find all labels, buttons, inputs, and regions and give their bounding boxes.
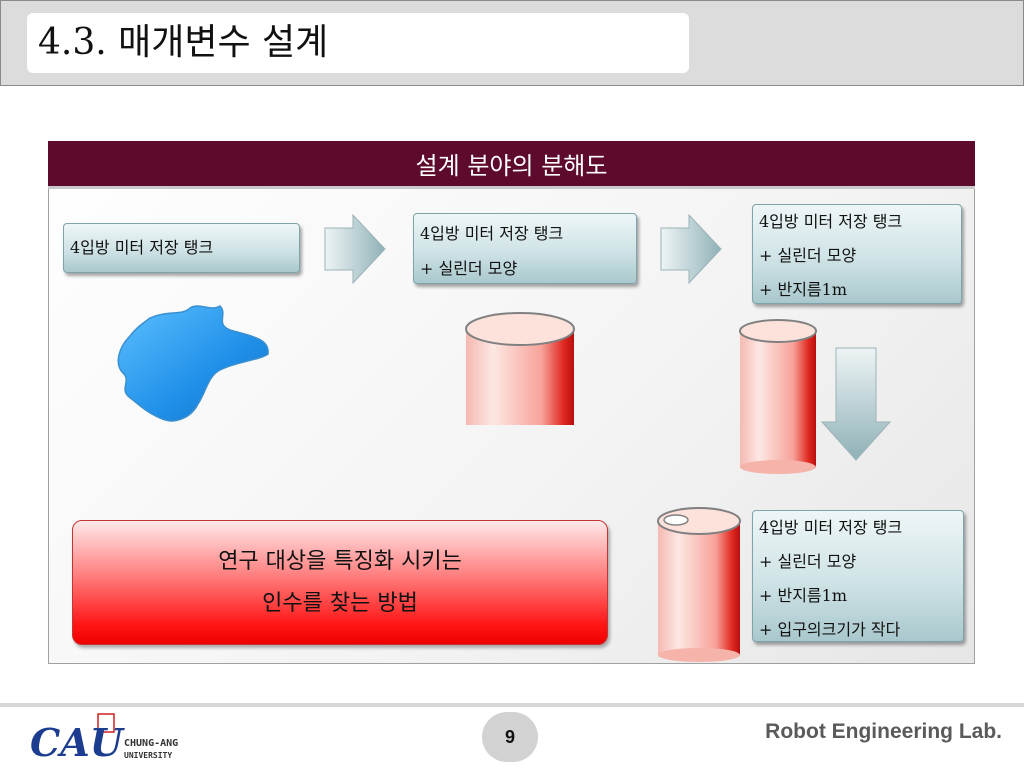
box-line: + 실린더 모양 bbox=[759, 552, 857, 571]
down-arrow-icon bbox=[820, 347, 892, 461]
cylinder-tank-2 bbox=[739, 319, 817, 474]
page-number: 9 bbox=[482, 712, 538, 762]
cylinder-tank-1 bbox=[465, 312, 575, 425]
box-line: + 반지름1m bbox=[759, 280, 848, 299]
stage-box-2: 4입방 미터 저장 탱크 + 실린더 모양 bbox=[413, 213, 637, 284]
box-line: 4입방 미터 저장 탱크 bbox=[420, 224, 564, 243]
footer-divider bbox=[0, 703, 1024, 707]
stage-box-1: 4입방 미터 저장 탱크 bbox=[63, 223, 300, 273]
box-line: + 입구의크기가 작다 bbox=[759, 620, 901, 639]
box-line: 4입방 미터 저장 탱크 bbox=[759, 212, 903, 231]
box-line: + 반지름1m bbox=[759, 586, 848, 605]
lab-name: Robot Engineering Lab. bbox=[765, 720, 1002, 743]
svg-text:CAU: CAU bbox=[30, 720, 126, 764]
slide-title: 4.3. 매개변수 설계 bbox=[38, 22, 329, 63]
stage-box-3: 4입방 미터 저장 탱크 + 실린더 모양 + 반지름1m bbox=[752, 204, 962, 304]
right-arrow-icon bbox=[660, 213, 722, 285]
university-logo: CAU CHUNG-ANG UNIVERSITY bbox=[30, 712, 200, 768]
cylinder-tank-3 bbox=[657, 507, 741, 662]
cau-logo-icon: CAU CHUNG-ANG UNIVERSITY bbox=[30, 713, 178, 765]
stage-box-4: 4입방 미터 저장 탱크 + 실린더 모양 + 반지름1m + 입구의크기가 작… bbox=[752, 510, 964, 642]
right-arrow-icon bbox=[324, 213, 386, 285]
svg-text:UNIVERSITY: UNIVERSITY bbox=[124, 751, 172, 760]
box-line: 4입방 미터 저장 탱크 bbox=[70, 238, 214, 257]
method-highlight-box: 연구 대상을 특징화 시키는 인수를 찾는 방법 bbox=[72, 520, 608, 645]
highlight-line: 인수를 찾는 방법 bbox=[262, 590, 418, 616]
box-line: + 실린더 모양 bbox=[759, 246, 857, 265]
highlight-line: 연구 대상을 특징화 시키는 bbox=[218, 548, 462, 574]
title-box bbox=[27, 13, 689, 73]
irregular-tank-shape bbox=[117, 305, 269, 422]
box-line: + 실린더 모양 bbox=[420, 259, 518, 278]
panel-header: 설계 분야의 분해도 bbox=[48, 141, 975, 189]
box-line: 4입방 미터 저장 탱크 bbox=[759, 518, 903, 537]
svg-text:CHUNG-ANG: CHUNG-ANG bbox=[124, 738, 178, 749]
